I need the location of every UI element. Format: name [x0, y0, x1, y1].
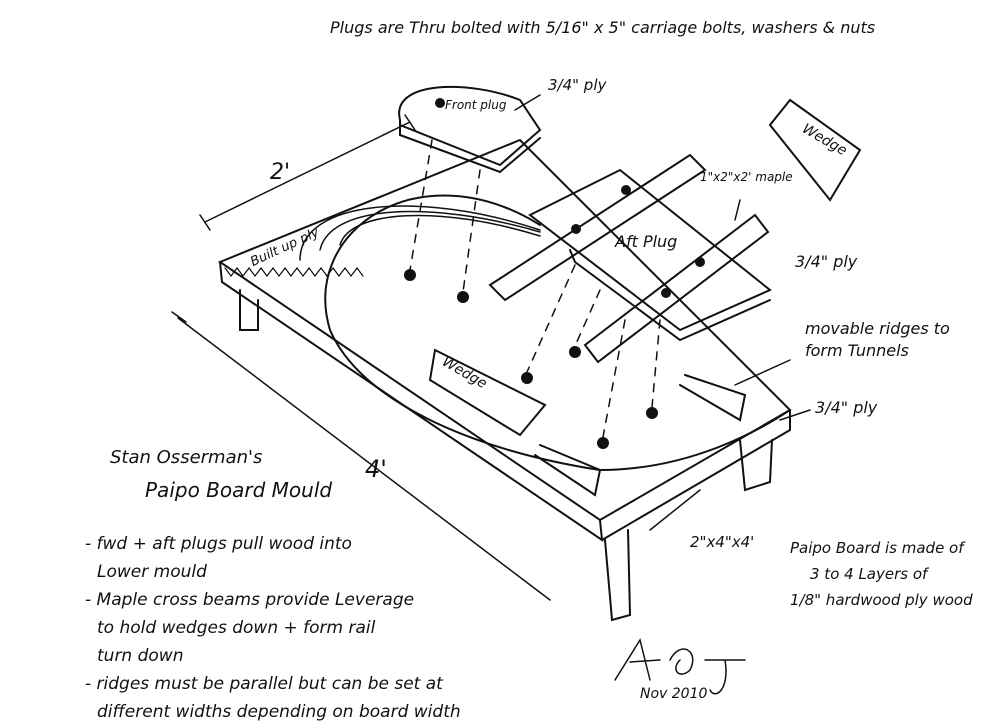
note-line: - ridges must be parallel but can be set…: [85, 674, 443, 694]
ridge-1: [679, 374, 747, 422]
title-line1: Stan Osserman's: [110, 447, 263, 468]
base-zigzag: [224, 267, 364, 277]
leg-front-right: [604, 529, 632, 622]
label-width-dim: 2': [270, 160, 291, 185]
label-legs: 2"x4"x4': [690, 533, 755, 551]
bolt-dashes: [409, 139, 661, 438]
board-note-line: 3 to 4 Layers of: [810, 565, 928, 583]
board-note: Paipo Board is made of 3 to 4 Layers of …: [790, 535, 973, 613]
label-front-ply: 3/4" ply: [548, 76, 607, 94]
note-line: to hold wedges down + form rail: [97, 618, 376, 638]
label-movable-ridges: movable ridges to form Tunnels: [805, 319, 950, 360]
leg-front-left: [239, 289, 259, 331]
label-aft-plug: Aft Plug: [615, 232, 678, 251]
label-aft-ply: 3/4" ply: [795, 252, 858, 271]
dim-2ft: [199, 114, 416, 231]
title-line2: Paipo Board Mould: [145, 478, 333, 502]
leg-back-right: [739, 439, 773, 492]
label-length-dim: 4': [365, 455, 387, 483]
pointer-arrows: [514, 94, 811, 531]
aft-plug: [528, 168, 772, 332]
note-line: - fwd + aft plugs pull wood into: [85, 534, 352, 554]
note-line: - Maple cross beams provide Leverage: [85, 590, 415, 610]
note-line: different widths depending on board widt…: [97, 702, 461, 722]
maple-beam-1: [488, 153, 707, 302]
label-front-plug: Front plug: [445, 98, 507, 112]
ridge-2: [534, 444, 602, 497]
label-maple: 1"x2"x2' maple: [700, 170, 793, 184]
note-line: turn down: [97, 646, 184, 666]
signature-mark: [614, 638, 746, 695]
wedge-bottom: [428, 348, 547, 437]
note-line: Lower mould: [97, 562, 207, 582]
board-note-line: Paipo Board is made of: [790, 539, 964, 557]
base-edge-right: [601, 409, 791, 541]
date-label: Nov 2010: [640, 686, 708, 702]
bolt-holes: [404, 98, 705, 449]
dim-4ft: [171, 311, 551, 601]
notes-list: - fwd + aft plugs pull wood into Lower m…: [85, 530, 461, 726]
built-up-ply-curves: [299, 205, 541, 261]
front-plug: [398, 85, 542, 167]
wedge-top: [768, 98, 862, 202]
label-base-ply: 3/4" ply: [815, 398, 878, 417]
front-plug-edge: [399, 124, 541, 174]
board-note-line: 1/8" hardwood ply wood: [790, 591, 973, 609]
header-note: Plugs are Thru bolted with 5/16" x 5" ca…: [330, 18, 876, 37]
